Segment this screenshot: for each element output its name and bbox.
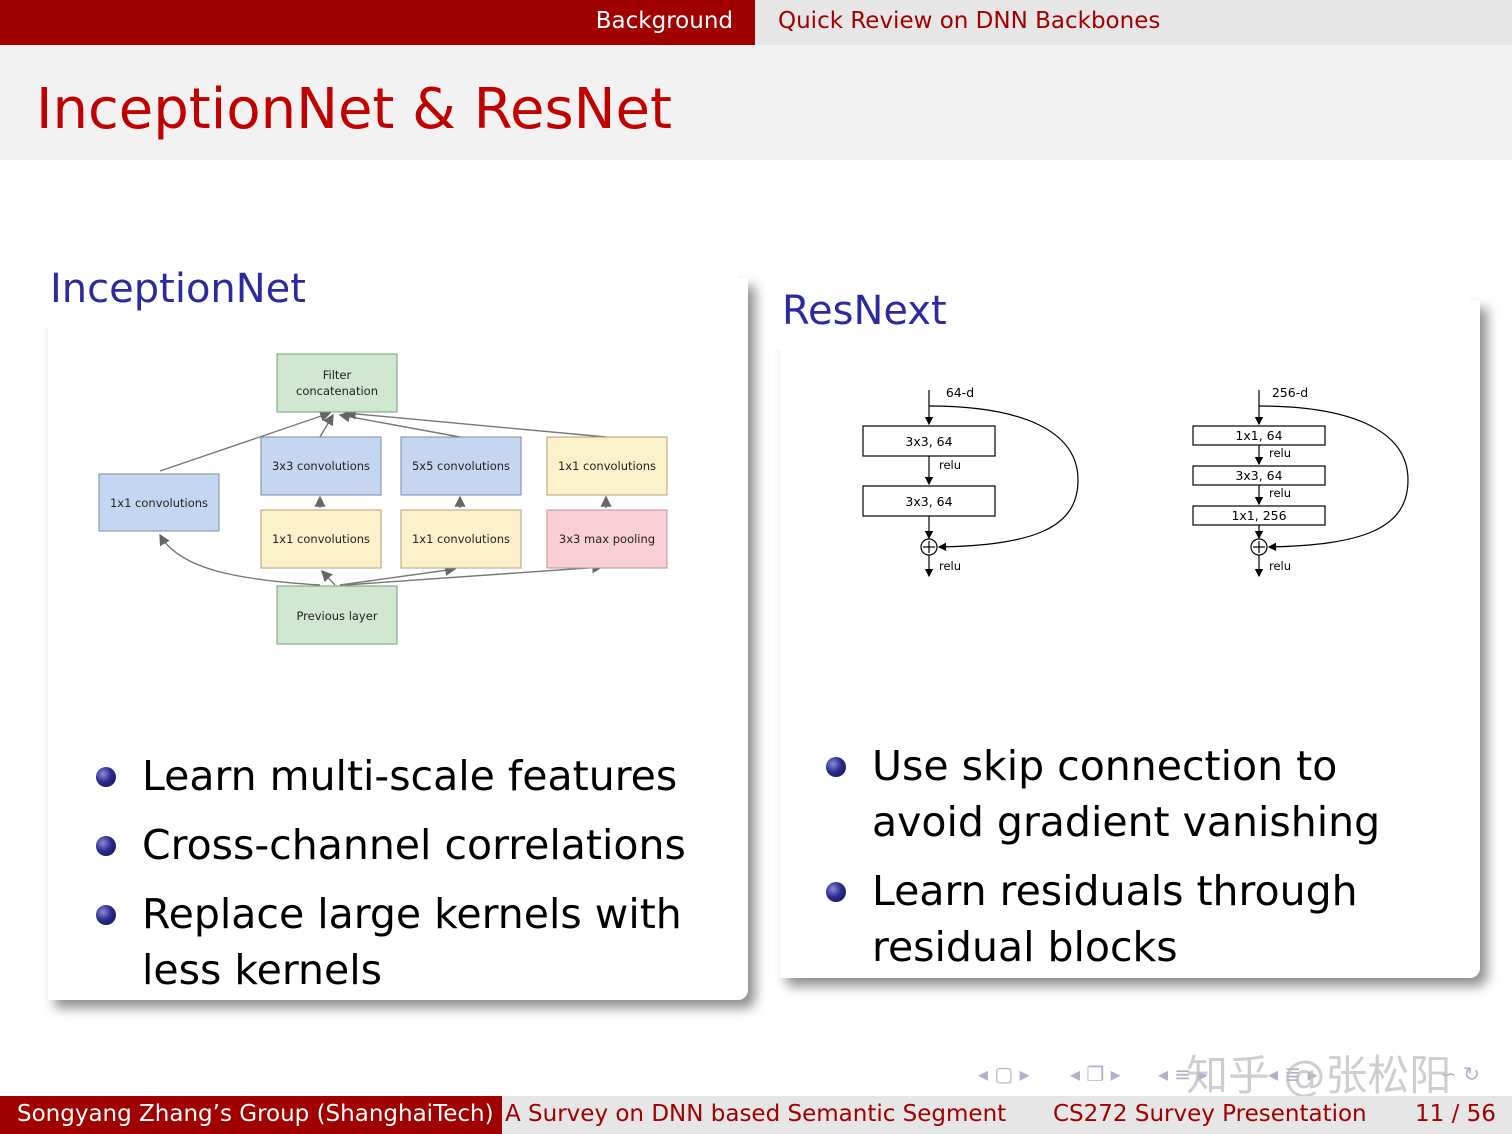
conv-1x1-pool-proj-box bbox=[546, 436, 668, 496]
nav-search-icon[interactable]: ∽ ↻ bbox=[1440, 1062, 1480, 1086]
list-item: Cross-channel correlations bbox=[96, 817, 736, 873]
bullet-icon bbox=[96, 905, 116, 925]
footer-event-area: CS272 Survey Presentation 11 / 56 bbox=[1007, 1096, 1512, 1134]
block1-layer1-box bbox=[862, 425, 996, 457]
block2-input-label: 256-d bbox=[1272, 385, 1308, 400]
block2-skip-connection bbox=[1258, 405, 1409, 552]
inceptionnet-title: InceptionNet bbox=[50, 266, 306, 312]
bullet-text: Learn residuals through residual blocks bbox=[872, 867, 1358, 971]
bullet-icon bbox=[826, 882, 846, 902]
nav-subsection-icon[interactable]: ◂ ≣ ▸ bbox=[1268, 1062, 1318, 1086]
nav-subsection-link[interactable]: Quick Review on DNN Backbones bbox=[778, 8, 1161, 34]
block2-relu1-label: relu bbox=[1269, 446, 1291, 460]
bullet-icon bbox=[96, 767, 116, 787]
filter-concat-label-2: concatenation bbox=[296, 384, 378, 398]
footer-title: A Survey on DNN based Semantic Segmentat… bbox=[505, 1101, 1007, 1127]
conv-5x5-label: 5x5 convolutions bbox=[412, 459, 510, 473]
conv-1x1-pool-proj-label: 1x1 convolutions bbox=[558, 459, 656, 473]
footer-author-area: Songyang Zhang’s Group (ShanghaiTech) bbox=[0, 1096, 502, 1134]
conv-1x1-reduce-3x3-box bbox=[260, 509, 382, 569]
bullet-text: Cross-channel correlations bbox=[142, 821, 686, 869]
bullet-text: Learn multi-scale features bbox=[142, 752, 678, 800]
resnext-blocks-diagram: 64-d 3x3, 64 relu 3x3, 64 relu 256-d 1x1… bbox=[862, 385, 1409, 578]
block2-relu2-label: relu bbox=[1269, 486, 1291, 500]
conv-3x3-box bbox=[260, 436, 382, 496]
conv-1x1-reduce-5x5-label: 1x1 convolutions bbox=[412, 532, 510, 546]
beamer-navigation-symbols: ◂ ▢ ▸ ◂ ❐ ▸ ◂ ≡ ▸ ◂ ≣ ▸ ∽ ↻ bbox=[978, 1060, 1498, 1090]
inception-module-diagram: Filter concatenation 1x1 convolutions 3x… bbox=[98, 353, 668, 645]
nav-frame-icon[interactable]: ◂ ❐ ▸ bbox=[1070, 1062, 1121, 1086]
conv-1x1-left-box bbox=[98, 473, 220, 532]
conv-1x1-reduce-5x5-box bbox=[400, 509, 522, 569]
nav-section-area: Background bbox=[0, 0, 755, 45]
maxpool-box bbox=[546, 509, 668, 569]
block2-layer2-label: 3x3, 64 bbox=[1235, 468, 1282, 483]
list-item: Replace large kernels with less kernels bbox=[96, 886, 736, 998]
watermark: 知乎 @张松阳 bbox=[1186, 1051, 1452, 1100]
resnext-title: ResNext bbox=[782, 288, 947, 334]
footer-page-number: 11 / 56 bbox=[1415, 1101, 1496, 1127]
block1-skip-connection bbox=[928, 405, 1079, 552]
maxpool-label: 3x3 max pooling bbox=[559, 532, 655, 546]
inception-arrows bbox=[159, 408, 612, 586]
nav-first-icon[interactable]: ◂ ▢ ▸ bbox=[978, 1062, 1030, 1086]
resnext-bullet-list: Use skip connection to avoid gradient va… bbox=[826, 738, 1446, 988]
list-item: Learn residuals through residual blocks bbox=[826, 863, 1446, 975]
nav-section-icon[interactable]: ◂ ≡ ▸ bbox=[1158, 1062, 1208, 1086]
previous-layer-label: Previous layer bbox=[296, 609, 377, 623]
block1-layer1-label: 3x3, 64 bbox=[905, 434, 952, 449]
footer-bar: Songyang Zhang’s Group (ShanghaiTech) A … bbox=[0, 1096, 1512, 1134]
conv-1x1-left-label: 1x1 convolutions bbox=[110, 496, 208, 510]
block1-input-label: 64-d bbox=[946, 385, 974, 400]
top-navigation-bar: Background Quick Review on DNN Backbones bbox=[0, 0, 1512, 45]
bullet-icon bbox=[96, 836, 116, 856]
bullet-icon bbox=[826, 757, 846, 777]
block1-relu1-label: relu bbox=[939, 458, 961, 472]
footer-event: CS272 Survey Presentation bbox=[1053, 1101, 1367, 1127]
filter-concat-box bbox=[276, 353, 398, 413]
bullet-text: Replace large kernels with less kernels bbox=[142, 890, 682, 994]
resnext-card bbox=[770, 290, 1480, 978]
previous-layer-box bbox=[276, 585, 398, 645]
block2-layer1-label: 1x1, 64 bbox=[1235, 428, 1282, 443]
conv-5x5-box bbox=[400, 436, 522, 496]
filter-concat-label-1: Filter bbox=[323, 368, 352, 382]
bullet-text: Use skip connection to avoid gradient va… bbox=[872, 742, 1381, 846]
block1-relu-out-label: relu bbox=[939, 559, 961, 573]
block1-layer2-label: 3x3, 64 bbox=[905, 494, 952, 509]
block2-relu-out-label: relu bbox=[1269, 559, 1291, 573]
resnet-bottleneck-block: 256-d 1x1, 64 relu 3x3, 64 relu 1x1, 256… bbox=[1192, 385, 1409, 578]
nav-subsection-area: Quick Review on DNN Backbones bbox=[755, 0, 1512, 45]
conv-1x1-reduce-3x3-label: 1x1 convolutions bbox=[272, 532, 370, 546]
nav-section-link[interactable]: Background bbox=[595, 8, 733, 34]
resnet-basic-block: 64-d 3x3, 64 relu 3x3, 64 relu bbox=[862, 385, 1079, 578]
list-item: Use skip connection to avoid gradient va… bbox=[826, 738, 1446, 850]
frame-title-bar: InceptionNet & ResNet bbox=[0, 45, 1512, 160]
block1-layer2-box bbox=[862, 485, 996, 517]
footer-title-area: A Survey on DNN based Semantic Segmentat… bbox=[502, 1096, 1007, 1134]
inceptionnet-card bbox=[38, 268, 748, 1000]
footer-author: Songyang Zhang’s Group (ShanghaiTech) bbox=[17, 1101, 494, 1127]
frame-title: InceptionNet & ResNet bbox=[36, 77, 672, 142]
list-item: Learn multi-scale features bbox=[96, 748, 736, 804]
inceptionnet-bullet-list: Learn multi-scale features Cross-channel… bbox=[96, 748, 736, 1011]
conv-3x3-label: 3x3 convolutions bbox=[272, 459, 370, 473]
block2-layer3-label: 1x1, 256 bbox=[1231, 508, 1286, 523]
